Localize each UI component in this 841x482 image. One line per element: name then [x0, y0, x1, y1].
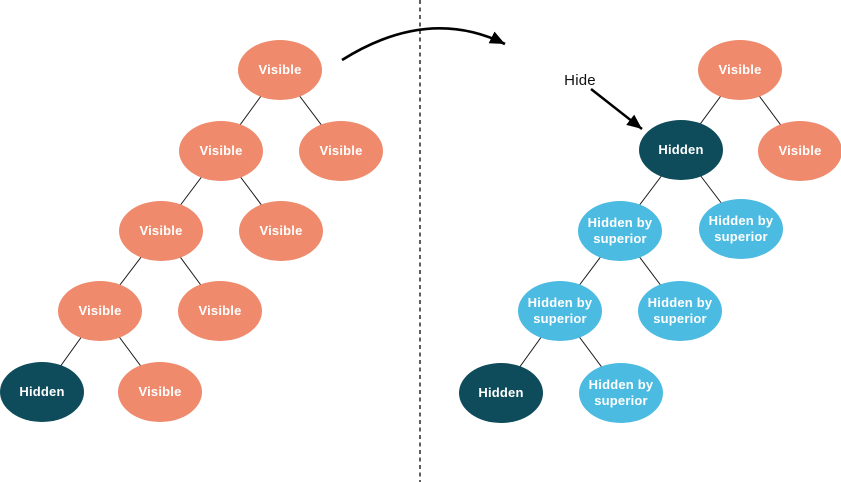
- tree-node-visible: Visible: [58, 281, 142, 341]
- tree-node-hidden: Hidden: [0, 362, 84, 422]
- tree-node-label: Hidden by superior: [587, 214, 653, 246]
- tree-node-hidden-by-superior: Hidden by superior: [699, 199, 783, 259]
- tree-node-label: Hidden: [478, 384, 524, 400]
- tree-node-label: Visible: [778, 142, 822, 158]
- tree-node-label: Hidden by superior: [708, 212, 774, 244]
- tree-node-visible: Visible: [179, 121, 263, 181]
- tree-node-label: Visible: [198, 302, 242, 318]
- tree-node-label: Visible: [319, 142, 363, 158]
- transform-arrow: [341, 26, 506, 62]
- tree-node-visible: Visible: [118, 362, 202, 422]
- tree-node-hidden-by-superior: Hidden by superior: [518, 281, 602, 341]
- tree-node-hidden: Hidden: [639, 120, 723, 180]
- tree-node-label: Visible: [78, 302, 122, 318]
- tree-node-hidden-by-superior: Hidden by superior: [638, 281, 722, 341]
- tree-node-label: Visible: [139, 222, 183, 238]
- hide-arrow: [590, 88, 643, 130]
- tree-node-label: Visible: [259, 222, 303, 238]
- tree-node-hidden-by-superior: Hidden by superior: [579, 363, 663, 423]
- tree-node-label: Visible: [258, 61, 302, 77]
- tree-node-label: Hidden: [19, 383, 65, 399]
- tree-node-label: Hidden by superior: [588, 376, 654, 408]
- hide-label: Hide: [564, 72, 596, 89]
- tree-node-label: Visible: [138, 383, 182, 399]
- tree-node-hidden-by-superior: Hidden by superior: [578, 201, 662, 261]
- tree-node-label: Hidden: [658, 141, 704, 157]
- tree-node-hidden: Hidden: [459, 363, 543, 423]
- tree-node-visible: Visible: [239, 201, 323, 261]
- tree-node-visible: Visible: [758, 121, 841, 181]
- tree-node-visible: Visible: [119, 201, 203, 261]
- tree-node-label: Visible: [199, 142, 243, 158]
- tree-node-visible: Visible: [238, 40, 322, 100]
- tree-node-label: Hidden by superior: [527, 294, 593, 326]
- tree-node-visible: Visible: [698, 40, 782, 100]
- tree-node-visible: Visible: [299, 121, 383, 181]
- tree-node-label: Hidden by superior: [647, 294, 713, 326]
- tree-node-visible: Visible: [178, 281, 262, 341]
- tree-node-label: Visible: [718, 61, 762, 77]
